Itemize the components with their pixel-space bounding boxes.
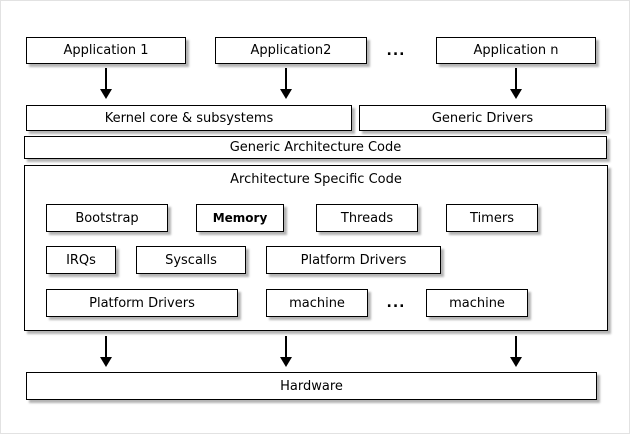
box-bootstrap: Bootstrap: [46, 204, 168, 232]
box-generic-drivers: Generic Drivers: [359, 105, 606, 131]
box-generic-architecture-code: Generic Architecture Code: [24, 136, 607, 159]
box-syscalls: Syscalls: [136, 246, 246, 274]
box-platform-drivers-2: Platform Drivers: [46, 289, 238, 317]
down-arrow-icon: [279, 336, 293, 367]
architecture-specific-code-title: Architecture Specific Code: [230, 172, 402, 187]
down-arrow-icon: [279, 68, 293, 100]
box-kernel-core-subsystems: Kernel core & subsystems: [26, 105, 352, 131]
box-memory: Memory: [196, 204, 284, 232]
box-application-2: Application2: [215, 37, 367, 64]
box-hardware: Hardware: [26, 372, 597, 400]
box-application-n: Application n: [436, 37, 596, 64]
box-machine-2: machine: [426, 289, 528, 317]
applications-ellipsis: ...: [386, 42, 406, 59]
box-timers: Timers: [446, 204, 538, 232]
box-machine-1: machine: [266, 289, 368, 317]
box-platform-drivers: Platform Drivers: [266, 246, 441, 274]
down-arrow-icon: [509, 336, 523, 367]
down-arrow-icon: [509, 68, 523, 100]
box-threads: Threads: [316, 204, 418, 232]
box-irqs: IRQs: [46, 246, 116, 274]
box-application-1: Application 1: [26, 37, 186, 64]
down-arrow-icon: [99, 336, 113, 367]
down-arrow-icon: [99, 68, 113, 100]
machines-ellipsis: ...: [386, 295, 406, 311]
